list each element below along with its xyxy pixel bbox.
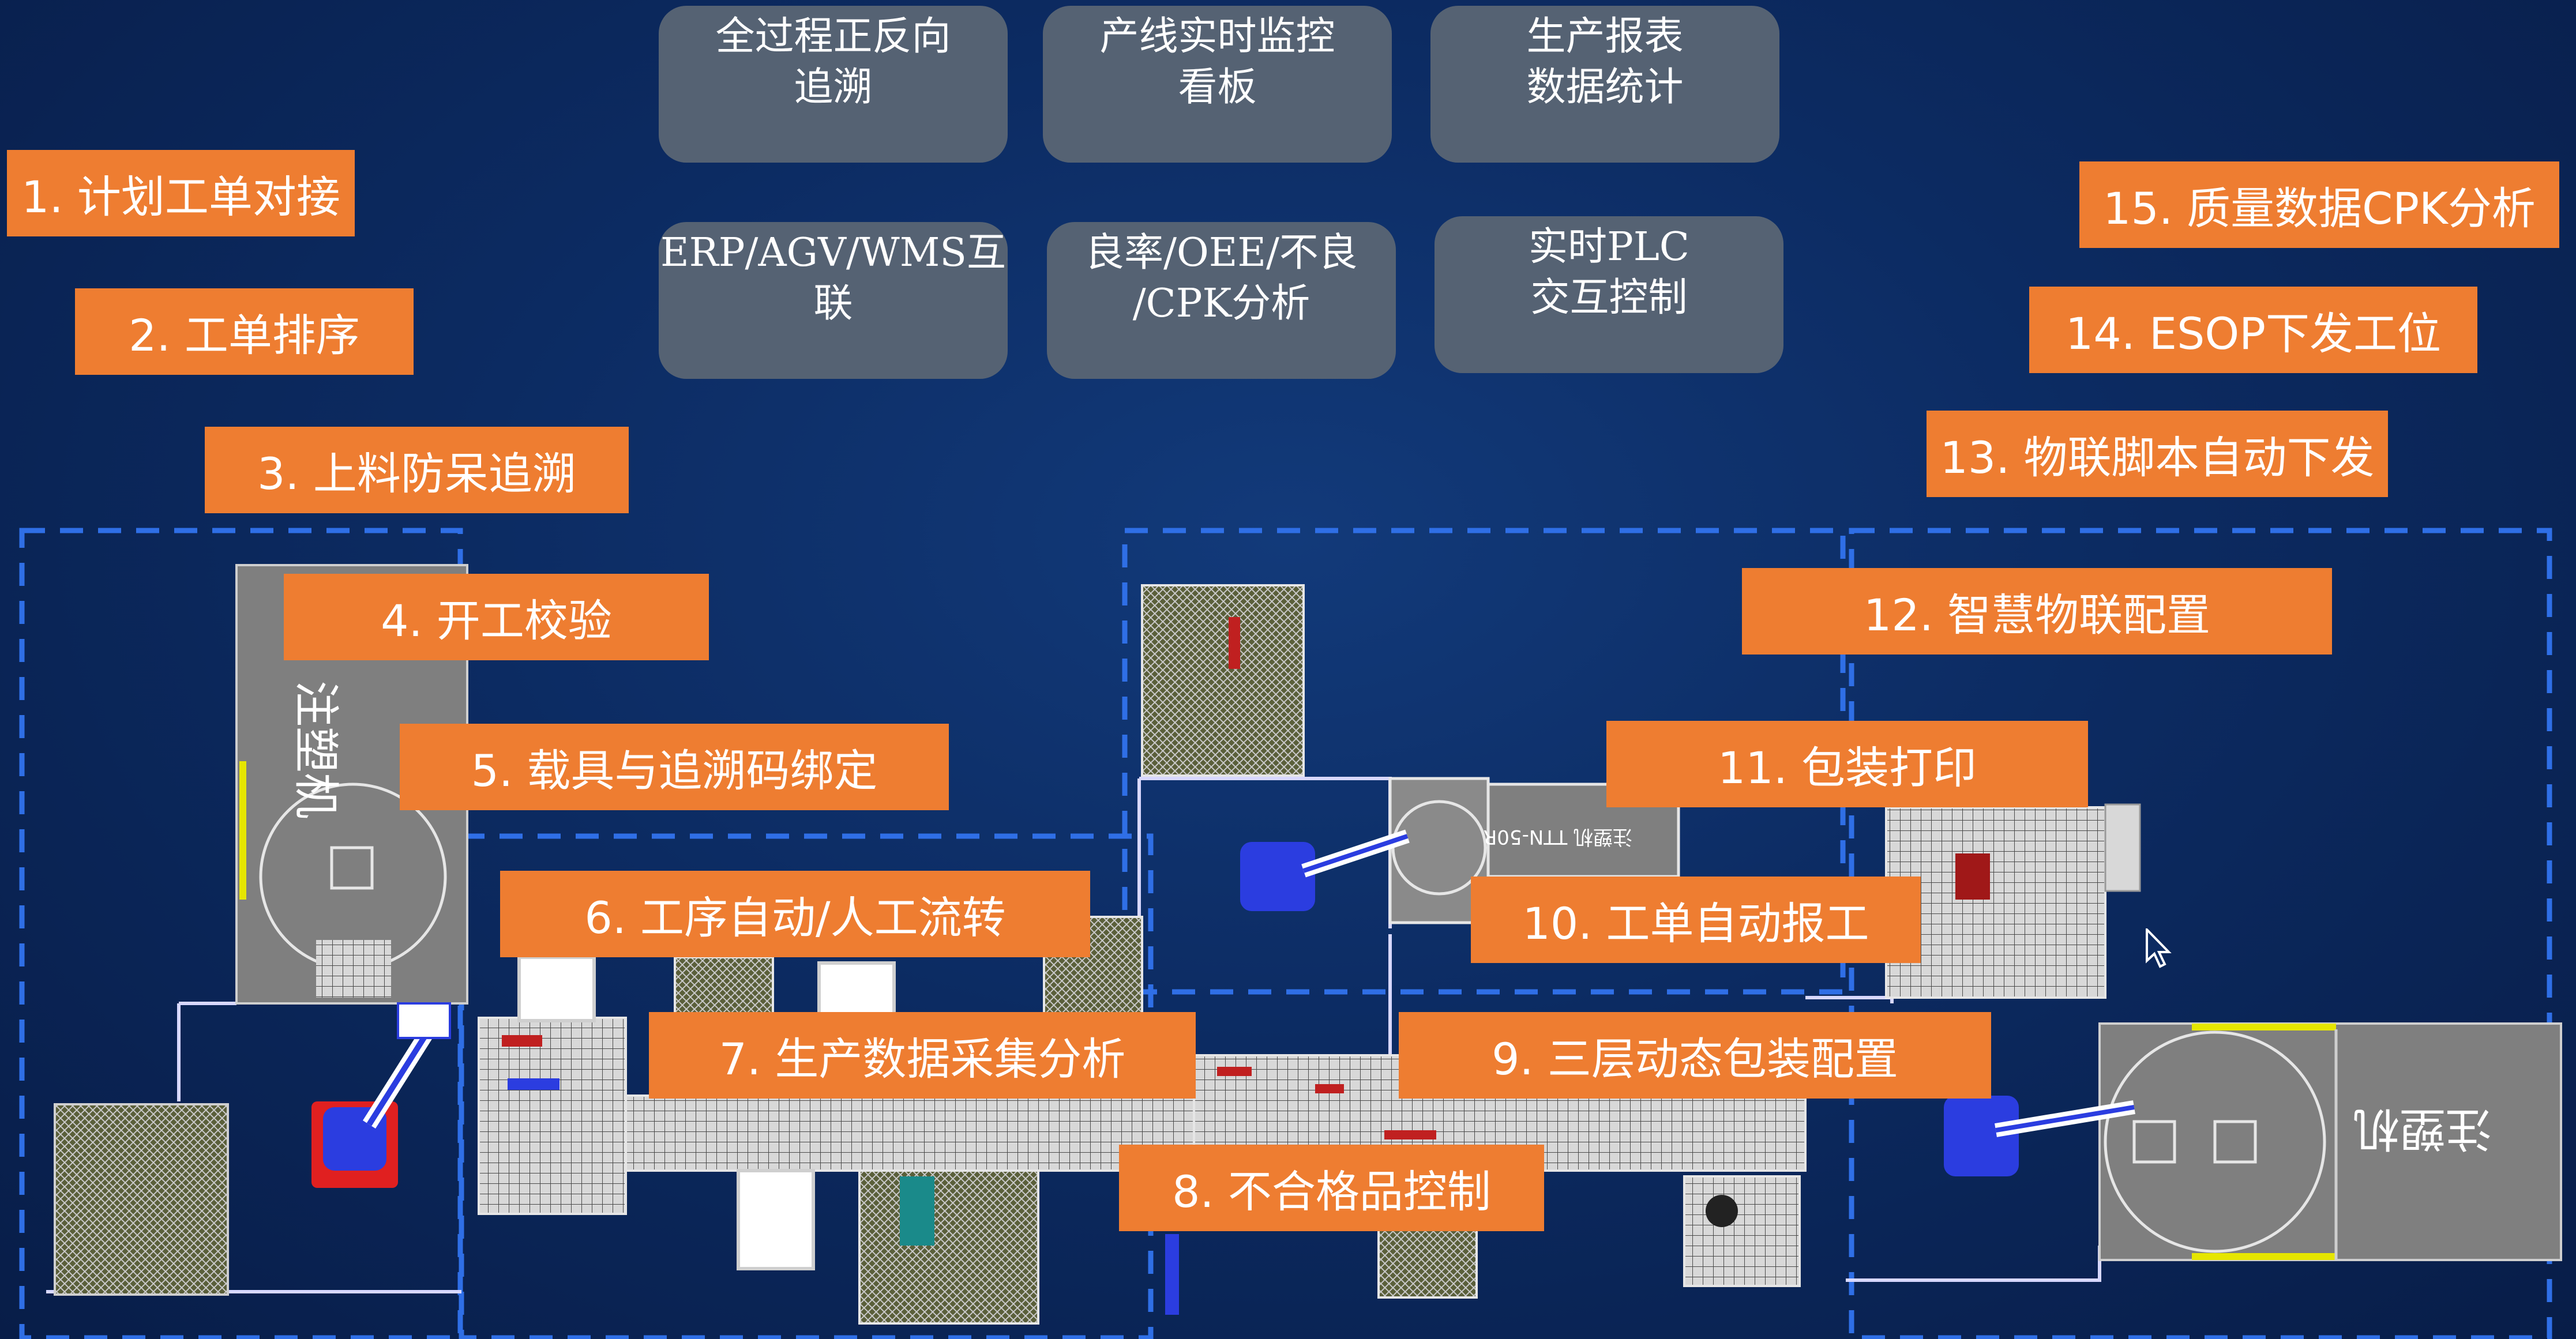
feature-line: /CPK分析 <box>1132 281 1310 326</box>
step-5-box: 5. 载具与追溯码绑定 <box>400 724 949 810</box>
step-2-box: 2. 工单排序 <box>75 288 414 375</box>
step-6-box: 6. 工序自动/人工流转 <box>500 871 1090 957</box>
feature-line: 实时PLC <box>1529 224 1689 270</box>
zone-upper-middle <box>1122 528 1846 995</box>
assembly-line <box>478 916 1807 1325</box>
feature-box-report: 生产报表 数据统计 <box>1430 6 1779 163</box>
mouse-cursor-icon <box>2146 928 2172 968</box>
feature-box-oee: 良率/OEE/不良 /CPK分析 <box>1047 222 1396 379</box>
step-3-box: 3. 上料防呆追溯 <box>205 427 629 513</box>
step-9-box: 9. 三层动态包装配置 <box>1399 1012 1991 1099</box>
zone-lower-middle <box>459 833 1154 1339</box>
machine-label-middle: 注塑机 TTN-50R <box>1484 825 1632 848</box>
injection-machine-right: 注塑机 <box>2098 1022 2562 1261</box>
feature-box-plc: 实时PLC 交互控制 <box>1435 216 1783 373</box>
feature-line: 生产报表 <box>1526 14 1684 59</box>
feature-line: 数据统计 <box>1526 65 1684 110</box>
step-15-box: 15. 质量数据CPK分析 <box>2079 161 2559 248</box>
step-1-box: 1. 计划工单对接 <box>7 150 355 236</box>
feature-line: 全过程正反向 <box>715 14 951 59</box>
step-14-box: 14. ESOP下发工位 <box>2029 287 2477 373</box>
packing-area <box>1885 803 2141 999</box>
feature-line: 良率/OEE/不良 <box>1085 230 1358 276</box>
feature-box-trace: 全过程正反向 追溯 <box>659 6 1008 163</box>
robot-arm-icon <box>311 1002 451 1188</box>
step-12-box: 12. 智慧物联配置 <box>1742 568 2332 655</box>
feature-box-erp: ERP/AGV/WMS互联 <box>659 222 1008 379</box>
machine-label-right: 注塑机 <box>2353 1102 2492 1156</box>
feature-line: ERP/AGV/WMS互联 <box>660 230 1007 326</box>
feature-line: 看板 <box>1178 65 1257 110</box>
step-7-box: 7. 生产数据采集分析 <box>649 1012 1196 1099</box>
step-4-box: 4. 开工校验 <box>284 574 709 660</box>
robot-arm-right <box>1944 1096 2135 1176</box>
feature-box-monitor: 产线实时监控 看板 <box>1043 6 1392 163</box>
machine-label-left: 注塑机 <box>289 680 343 819</box>
feature-line: 交互控制 <box>1530 275 1688 321</box>
step-8-box: 8. 不合格品控制 <box>1119 1145 1544 1231</box>
feature-line: 产线实时监控 <box>1099 14 1335 59</box>
step-11-box: 11. 包装打印 <box>1606 721 2088 807</box>
feature-line: 追溯 <box>794 65 873 110</box>
upper-station: 注塑机 TTN-50R <box>1141 584 1680 924</box>
step-13-box: 13. 物联脚本自动下发 <box>1927 411 2388 497</box>
step-10-box: 10. 工单自动报工 <box>1471 877 1921 963</box>
